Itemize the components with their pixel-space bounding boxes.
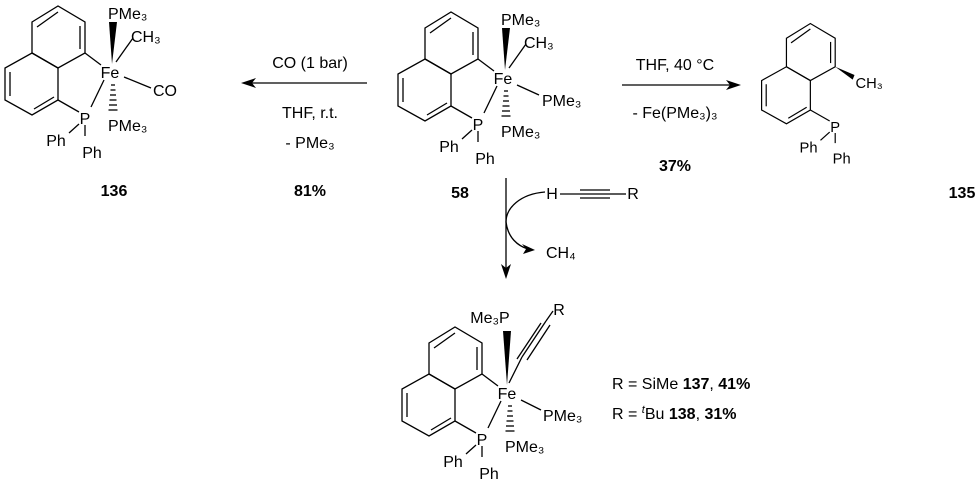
ph-group: Ph	[833, 151, 851, 167]
wedge-bond	[503, 331, 511, 385]
compound-label: 58	[451, 185, 469, 202]
ph-group: Ph	[439, 139, 459, 156]
r-group: R	[553, 302, 565, 319]
reaction-yield: 81%	[294, 183, 326, 200]
ph-group: Ph	[443, 454, 463, 471]
naphthalene-ring	[761, 22, 836, 125]
wedge-bond	[835, 66, 855, 80]
product-line-137: R = SiMe 137, 41%	[612, 376, 750, 393]
reaction-condition: THF, r.t.	[282, 105, 338, 122]
ph-group: Ph	[82, 145, 102, 162]
reaction-condition: - PMe₃	[285, 135, 334, 152]
hashed-bond	[504, 405, 516, 432]
pme3-ligand: PMe₃	[543, 408, 582, 425]
fe-atom: Fe	[101, 65, 120, 82]
p-atom: P	[473, 117, 484, 134]
compound-136: Fe P Ph Ph PMe₃ CH₃ CO PMe₃ 136	[4, 5, 177, 200]
reaction-condition: THF, 40 °C	[636, 57, 714, 74]
naphthalene-ring	[397, 11, 479, 122]
pme3-ligand: PMe₃	[501, 12, 540, 29]
byproduct: CH₄	[546, 245, 576, 262]
methyl-ligand: CH₃	[524, 35, 554, 52]
hashed-bond	[500, 90, 512, 117]
naphthalene-ring	[401, 326, 483, 437]
pme3-ligand: PMe₃	[108, 6, 147, 23]
compound-58: Fe P Ph Ph PMe₃ CH₃ PMe₃ PMe₃ 58	[397, 11, 581, 202]
p-atom: P	[830, 120, 840, 136]
ph-group: Ph	[46, 133, 66, 150]
wedge-bond	[109, 22, 117, 64]
product-line-138: R = tBu 138, 31%	[612, 404, 737, 423]
naphthalene-ring	[4, 5, 86, 116]
pme3-ligand: Me₃P	[470, 310, 509, 327]
ph-group: Ph	[800, 140, 818, 156]
p-atom: P	[80, 111, 91, 128]
pme3-ligand: PMe₃	[108, 118, 147, 135]
fe-atom: Fe	[498, 386, 517, 403]
compound-137-138: Fe P Ph Ph Me₃P R PMe₃ PMe₃	[401, 302, 582, 481]
fe-atom: Fe	[494, 71, 513, 88]
ph-group: Ph	[475, 151, 495, 168]
reaction-condition: CO (1 bar)	[272, 55, 348, 72]
reaction-arrow-left: CO (1 bar) THF, r.t. - PMe₃ 81%	[241, 55, 367, 200]
reagent-r: R	[627, 186, 639, 203]
compound-135: P Ph Ph CH₃	[761, 22, 883, 167]
reaction-yield: 37%	[659, 158, 691, 175]
reaction-condition: - Fe(PMe₃)₃	[632, 105, 717, 122]
hashed-bond	[107, 84, 119, 111]
reaction-arrow-down: H R CH₄	[501, 178, 639, 279]
reagent-h: H	[546, 186, 558, 203]
pme3-ligand: PMe₃	[542, 93, 581, 110]
methyl-group: CH₃	[855, 76, 882, 92]
ph-group: Ph	[479, 466, 499, 481]
reaction-arrow-right: THF, 40 °C - Fe(PMe₃)₃ 37%	[622, 57, 741, 175]
co-ligand: CO	[153, 83, 177, 100]
compound-label: 136	[101, 183, 128, 200]
wedge-bond	[502, 28, 510, 70]
p-atom: P	[477, 432, 488, 449]
compound-label: 135	[949, 185, 976, 202]
pme3-ligand: PMe₃	[501, 124, 540, 141]
pme3-ligand: PMe₃	[505, 439, 544, 456]
methyl-ligand: CH₃	[131, 29, 161, 46]
